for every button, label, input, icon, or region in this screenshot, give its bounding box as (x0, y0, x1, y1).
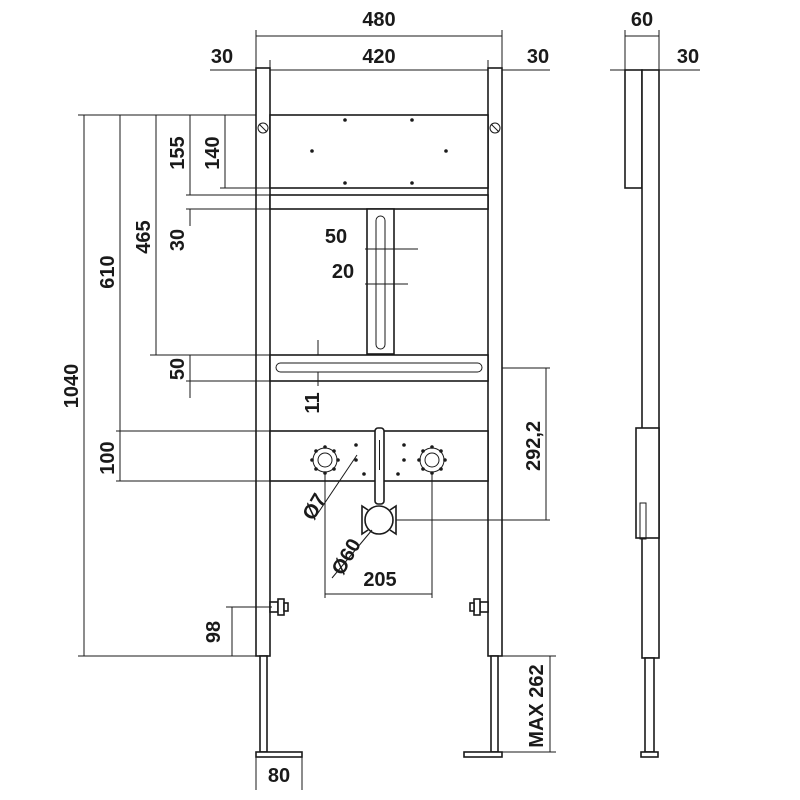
rail-slot (275, 362, 483, 373)
side-foot (640, 751, 659, 758)
dim-brace: 30 (167, 229, 189, 251)
dim-side-post: 30 (677, 46, 699, 68)
dim-lower-plate: 100 (97, 441, 119, 474)
dim-overall-width: 480 (362, 9, 395, 31)
screw-icon (489, 122, 501, 134)
right-leg (490, 655, 499, 753)
dim-drain-diameter: Ø60 (328, 535, 366, 579)
side-upper-box (624, 69, 643, 189)
side-view (610, 30, 700, 758)
adjust-bolt-icon (469, 598, 489, 616)
dimension-labels: 480 30 420 30 60 30 1040 610 465 155 140… (61, 9, 699, 787)
dim-to-slot: 465 (133, 220, 155, 253)
dim-total-height: 1040 (61, 364, 83, 409)
side-bracket (635, 427, 660, 539)
dim-foot-bolt: 98 (203, 621, 225, 643)
side-post (641, 69, 660, 659)
dim-max-extension: MAX 262 (526, 664, 548, 747)
dim-rail-height: 50 (167, 358, 189, 380)
dim-slot-inner: 20 (332, 261, 354, 283)
upper-brace (269, 194, 489, 210)
vertical-slot-bar (366, 208, 395, 355)
right-foot (463, 751, 503, 758)
dim-top-plate-inner: 140 (202, 136, 224, 169)
drain-pipe-icon (361, 504, 397, 536)
dim-post-right: 30 (527, 46, 549, 68)
lower-plate-holes (354, 443, 406, 476)
top-plate (269, 114, 489, 189)
dim-to-rail: 610 (97, 255, 119, 288)
dim-rail-gap: 11 (302, 392, 324, 413)
dim-side-depth: 60 (631, 9, 653, 31)
dimension-lines (78, 30, 556, 790)
dim-inner-width: 420 (362, 46, 395, 68)
left-post (255, 67, 271, 657)
top-plate-holes (310, 118, 448, 185)
dim-post-left: 30 (211, 46, 233, 68)
left-foot (255, 751, 303, 758)
vertical-slot (375, 215, 386, 350)
dim-foot-width: 80 (268, 765, 290, 787)
adjust-bolt-icon (269, 598, 289, 616)
dim-hole-spacing: 205 (363, 569, 396, 591)
dim-hole-diameter: Ø7 (299, 490, 331, 524)
side-leg (644, 657, 655, 753)
screw-icon (257, 122, 269, 134)
right-post (487, 67, 503, 657)
dim-top-plate: 155 (167, 136, 189, 169)
slotted-rail (269, 354, 489, 382)
left-leg (259, 655, 268, 753)
dim-slot-width: 50 (325, 226, 347, 248)
dim-drain-height: 292,2 (523, 421, 545, 471)
front-view (255, 67, 503, 758)
